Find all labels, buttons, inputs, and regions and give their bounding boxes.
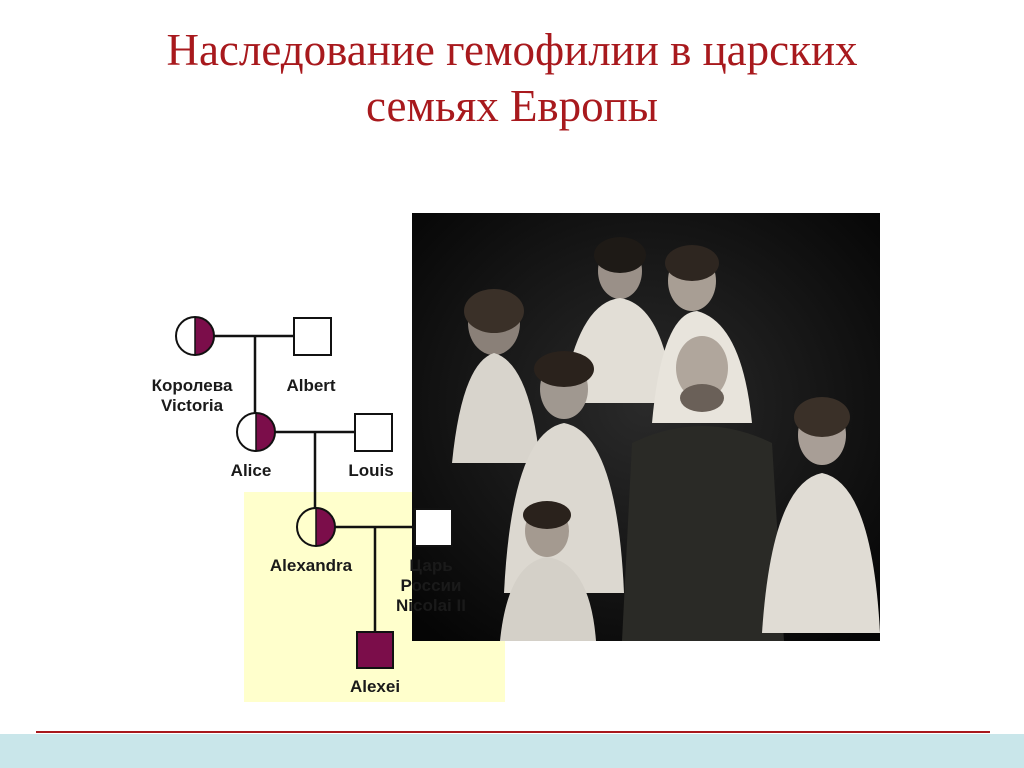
victoria-label-line1: Королева [151,376,233,395]
alexandra-label: Alexandra [269,556,353,575]
alice-label: Alice [230,461,272,480]
victoria-symbol [175,316,215,356]
louis-label: Louis [348,461,394,480]
nicolai-label-line2: России [400,576,462,595]
slide-title: Наследование гемофилии в царских семьях … [40,22,984,134]
alexei-label: Alexei [349,677,401,696]
nicolai-label: Царь России Nicolai II [384,556,478,616]
nicolai-label-line1: Царь [409,556,453,575]
romanov-family-photo [412,213,880,641]
nicolai-symbol [414,508,453,547]
photo-figure-maria [452,289,540,463]
photo-figure-alexei [500,501,596,641]
alexandra-symbol [296,507,336,547]
victoria-label: Королева Victoria [140,376,244,416]
footer-bar [0,734,1024,768]
footer-divider [36,731,990,733]
alexei-symbol [356,631,394,669]
photo-figure-nicolai [622,336,784,641]
pedigree-lines [214,334,415,632]
title-line-2: семьях Европы [366,81,658,131]
photo-figure-anastasia [762,397,880,633]
alice-symbol [236,412,276,452]
nicolai-label-line3: Nicolai II [396,596,466,615]
albert-label: Albert [286,376,336,395]
louis-symbol [354,413,393,452]
title-line-1: Наследование гемофилии в царских [166,25,858,75]
victoria-label-line2: Victoria [160,396,224,415]
albert-symbol [293,317,332,356]
